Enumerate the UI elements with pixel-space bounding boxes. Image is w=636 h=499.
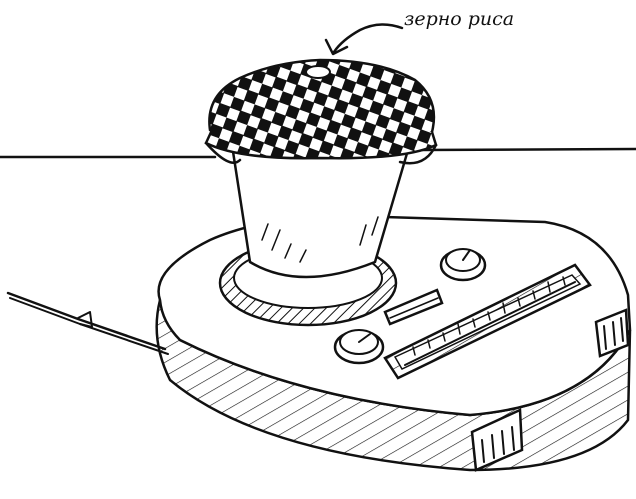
annotation-label: зерно риса <box>404 8 514 30</box>
power-cord <box>8 293 168 354</box>
checkered-cloth-cover <box>206 60 436 163</box>
knob-icon[interactable] <box>441 249 485 280</box>
rice-grain-icon <box>306 66 330 78</box>
yogurt-maker-base <box>157 215 630 470</box>
knob-icon[interactable] <box>335 330 383 363</box>
